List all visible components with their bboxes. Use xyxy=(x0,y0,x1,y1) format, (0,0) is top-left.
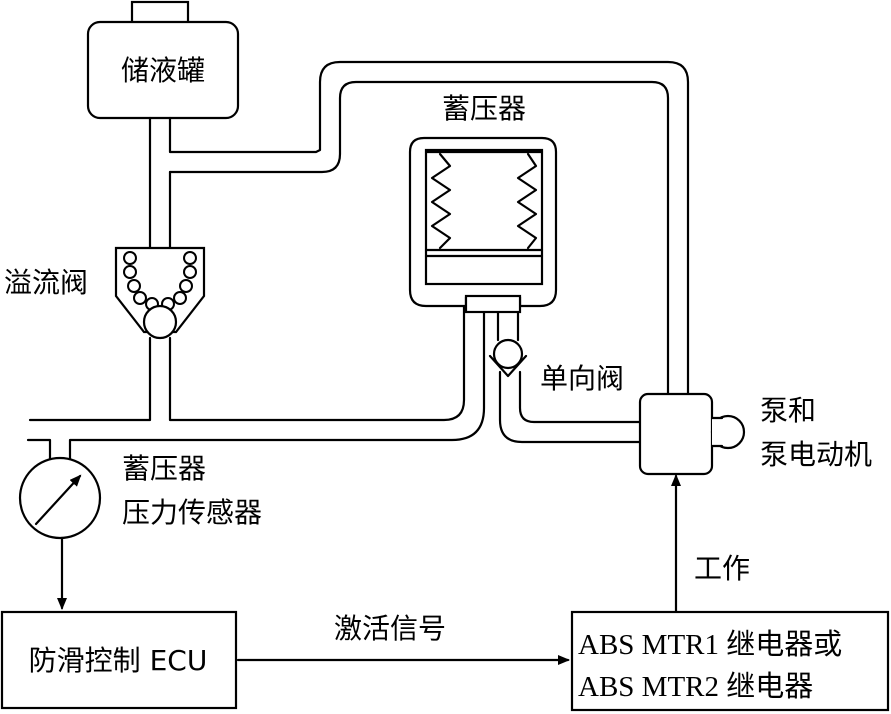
pipe-check-to-pump-outer xyxy=(498,370,642,444)
pipes xyxy=(26,60,690,462)
motor-joint xyxy=(712,418,724,446)
accumulator-spring-left xyxy=(430,152,452,250)
pipe-sensor-left xyxy=(26,438,52,462)
check-valve-label: 单向阀 xyxy=(540,362,624,395)
accumulator-spring-right xyxy=(516,152,538,250)
check-valve-seat xyxy=(488,354,528,378)
pipe-return-inner xyxy=(168,80,670,397)
pump-motor: 泵和 泵电动机 xyxy=(638,392,872,476)
pump-body xyxy=(638,392,714,476)
accumulator: 蓄压器 xyxy=(408,92,558,314)
ecu-box xyxy=(0,610,238,710)
reservoir: 储液罐 xyxy=(86,0,240,120)
gauge-needle xyxy=(34,474,82,526)
sensor-label-1: 蓄压器 xyxy=(122,452,206,485)
reservoir-cap xyxy=(130,0,190,26)
reservoir-body xyxy=(86,20,240,120)
signal-arrows: 激活信号 工作 xyxy=(57,474,750,665)
relay: ABS MTR1 继电器或 ABS MTR2 继电器 xyxy=(570,610,890,712)
relief-valve: 溢流阀 xyxy=(4,246,206,340)
pipe-check-to-pump-inner xyxy=(518,370,642,424)
sensor-label-2: 压力传感器 xyxy=(122,496,262,529)
pipe-valve-out-left xyxy=(28,336,152,422)
activate-signal-label: 激活信号 xyxy=(334,612,446,645)
check-valve: 单向阀 xyxy=(488,338,624,395)
relief-valve-body xyxy=(114,246,206,334)
pump-label-2: 泵电动机 xyxy=(760,438,872,471)
accumulator-label: 蓄压器 xyxy=(442,92,526,125)
relief-valve-label: 溢流阀 xyxy=(4,266,88,299)
relief-valve-spring xyxy=(123,251,197,311)
pressure-sensor: 蓄压器 压力传感器 xyxy=(18,452,262,540)
reservoir-label: 储液罐 xyxy=(121,54,205,87)
pipe-return-outer xyxy=(168,60,690,397)
relay-label-2: ABS MTR2 继电器 xyxy=(578,670,813,703)
pipe-pressure-main xyxy=(68,308,486,462)
relay-box xyxy=(570,610,890,712)
check-valve-ball xyxy=(492,338,524,370)
pipe-valve-out-right xyxy=(168,296,466,422)
work-label: 工作 xyxy=(694,552,750,585)
ecu-label: 防滑控制 ECU xyxy=(29,644,208,677)
relay-label-1: ABS MTR1 继电器或 xyxy=(578,628,842,661)
ecu: 防滑控制 ECU xyxy=(0,610,238,710)
accumulator-port xyxy=(464,294,522,314)
relief-valve-ball xyxy=(142,304,178,340)
pump-label-1: 泵和 xyxy=(760,394,816,427)
